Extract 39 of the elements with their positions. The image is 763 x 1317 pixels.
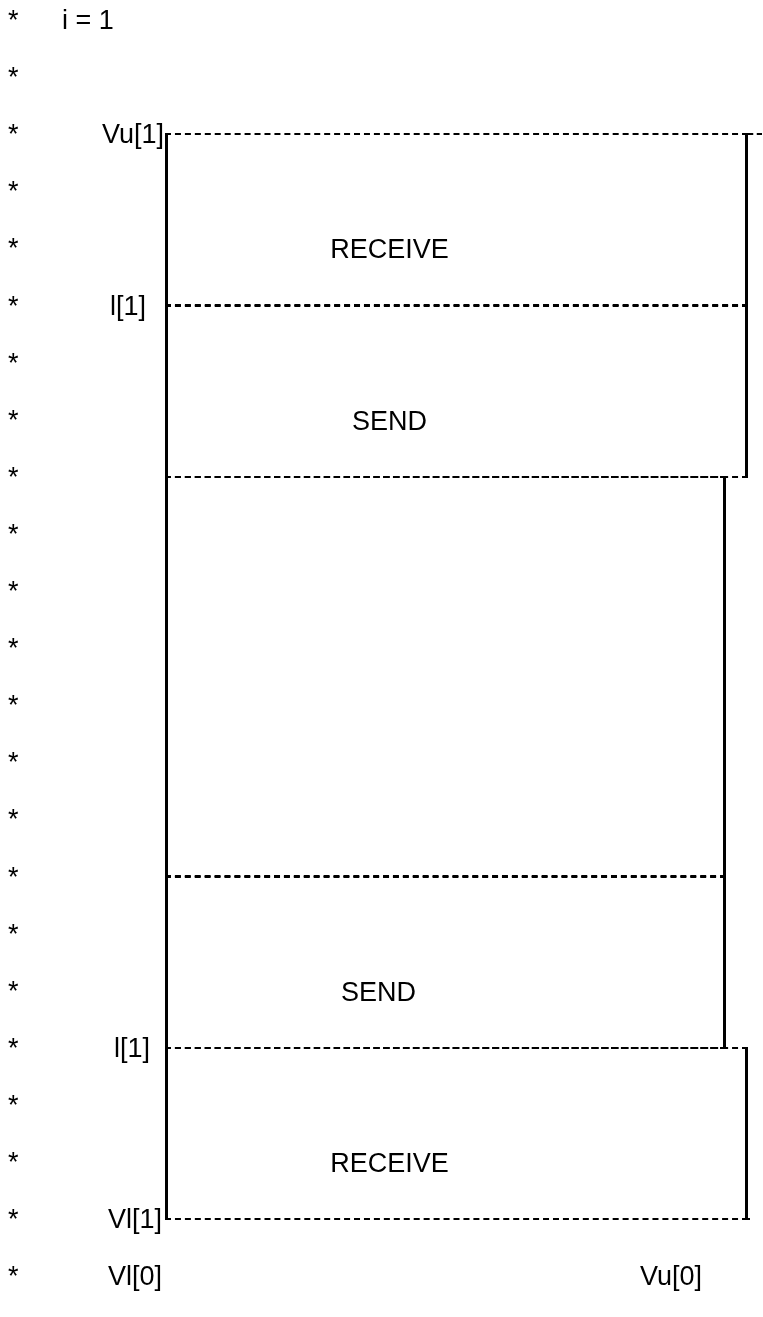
comment-marker: *: [8, 803, 19, 836]
band-region: [165, 133, 748, 307]
comment-marker: *: [8, 118, 19, 151]
variable-label: Vl[0]: [108, 1260, 163, 1293]
comment-marker: *: [8, 61, 19, 94]
empty-band: [165, 475, 726, 878]
comment-marker: *: [8, 1088, 19, 1121]
comment-marker: *: [8, 974, 19, 1007]
variable-label: i = 1: [62, 4, 114, 36]
band-label: SEND: [352, 404, 427, 437]
comment-marker: *: [8, 4, 19, 36]
comment-marker: *: [8, 289, 19, 322]
band-region: [165, 304, 748, 478]
comment-marker: *: [8, 517, 19, 550]
variable-label: l[1]: [110, 289, 147, 322]
comment-marker: *: [8, 1260, 19, 1293]
comment-marker: *: [8, 860, 19, 893]
comment-marker: *: [8, 689, 19, 722]
band-region: [165, 875, 726, 1049]
variable-label: Vu[0]: [640, 1260, 703, 1293]
comment-marker: *: [8, 175, 19, 208]
band-label: SEND: [341, 975, 416, 1008]
comment-marker: *: [8, 917, 19, 950]
comment-marker: *: [8, 1203, 19, 1236]
variable-label: Vl[1]: [108, 1203, 163, 1236]
comment-marker: *: [8, 1031, 19, 1064]
comment-marker: *: [8, 575, 19, 607]
comment-marker: *: [8, 746, 19, 779]
comment-marker: *: [8, 632, 19, 665]
variable-label: Vu[1]: [102, 118, 165, 151]
comment-marker: *: [8, 403, 19, 436]
band-label: RECEIVE: [330, 233, 449, 266]
comment-marker: *: [8, 460, 19, 493]
comment-marker: *: [8, 346, 19, 379]
comment-marker: *: [8, 1146, 19, 1178]
band-region: [165, 1046, 748, 1221]
variable-label: l[1]: [114, 1031, 151, 1064]
comment-marker: *: [8, 232, 19, 265]
band-label: RECEIVE: [330, 1147, 449, 1179]
